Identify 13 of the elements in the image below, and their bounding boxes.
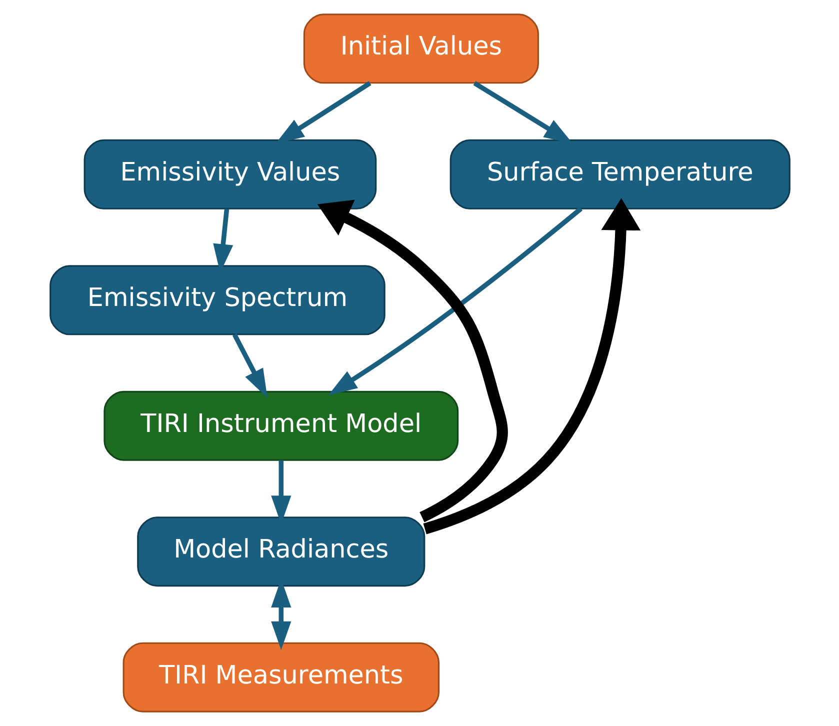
node-box: Model Radiances xyxy=(136,516,425,587)
arrow xyxy=(232,333,267,398)
node-box: Emissivity Spectrum xyxy=(49,265,385,336)
arrow xyxy=(316,200,508,522)
arrow xyxy=(472,81,572,144)
node-box: Surface Temperature xyxy=(449,139,790,210)
arrow xyxy=(422,198,640,534)
node-box: TIRI Instrument Model xyxy=(103,390,458,461)
arrow xyxy=(274,81,371,144)
node-box: TIRI Measurements xyxy=(122,642,439,712)
node-box: Initial Values xyxy=(302,14,538,84)
node-box: Emissivity Values xyxy=(83,139,376,210)
arrow xyxy=(328,206,582,396)
